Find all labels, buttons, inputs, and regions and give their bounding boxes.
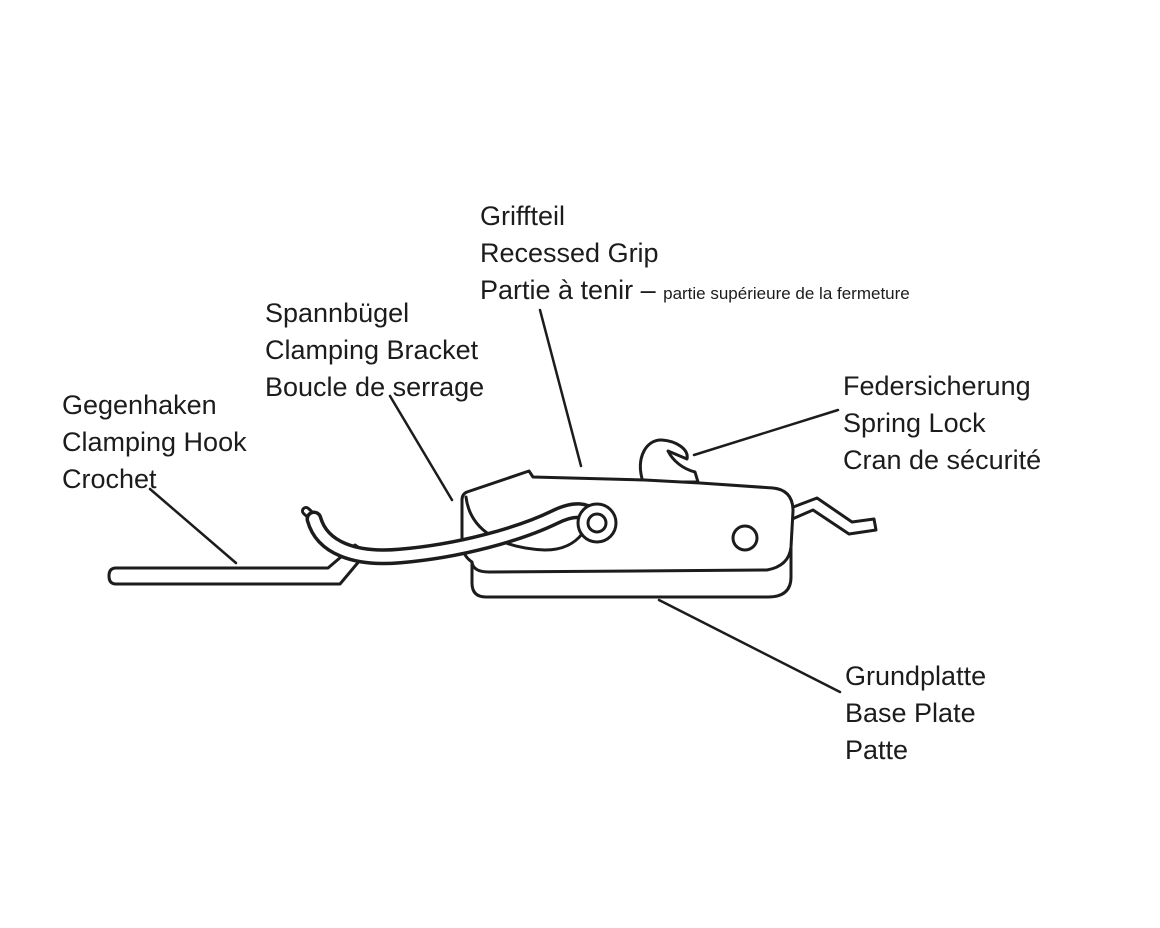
spring-lock-shape [638, 438, 700, 484]
bracket-wire-core [309, 505, 599, 562]
grip-opening-contour [464, 495, 584, 552]
base-plate-tab-shape [786, 496, 878, 536]
bracket-eyelet-inner [586, 512, 608, 534]
label-hook-de: Gegenhaken [62, 390, 217, 420]
label-bracket-en: Clamping Bracket [265, 335, 479, 365]
label-grip-fr-note: partie supérieure de la fermeture [663, 284, 910, 303]
label-spring-lock-fr: Cran de sécurité [843, 445, 1042, 475]
label-spring-lock-en: Spring Lock [843, 408, 986, 438]
grip-body-shape [460, 469, 795, 574]
label-spring-lock-de: Federsicherung [843, 371, 1031, 401]
leader-line-spring-lock [692, 408, 840, 457]
leader-line-bracket [388, 394, 454, 502]
label-spring-lock: Federsicherung Spring Lock Cran de sécur… [843, 368, 1041, 479]
label-bracket: Spannbügel Clamping Bracket Boucle de se… [265, 295, 484, 406]
leader-line-base-plate [657, 598, 842, 694]
label-hook: Gegenhaken Clamping Hook Crochet [62, 387, 247, 498]
grip-hole [731, 524, 759, 552]
label-base-plate-en: Base Plate [845, 698, 976, 728]
hook-plate-shape [107, 543, 368, 586]
label-grip-fr: Partie à tenir – partie supérieure de la… [480, 272, 910, 312]
label-base-plate: Grundplatte Base Plate Patte [845, 658, 986, 769]
label-grip-en: Recessed Grip [480, 238, 659, 268]
label-bracket-de: Spannbügel [265, 298, 410, 328]
label-base-plate-de: Grundplatte [845, 661, 987, 691]
label-grip: Griffteil Recessed Grip Partie à tenir –… [480, 198, 910, 312]
label-hook-fr: Crochet [62, 464, 157, 494]
leader-line-grip [538, 308, 583, 468]
label-base-plate-fr: Patte [845, 735, 909, 765]
leader-line-hook [148, 487, 238, 565]
label-grip-de: Griffteil [480, 201, 566, 231]
label-hook-en: Clamping Hook [62, 427, 247, 457]
label-grip-fr-main: Partie à tenir – [480, 275, 656, 305]
label-bracket-fr: Boucle de serrage [265, 372, 485, 402]
